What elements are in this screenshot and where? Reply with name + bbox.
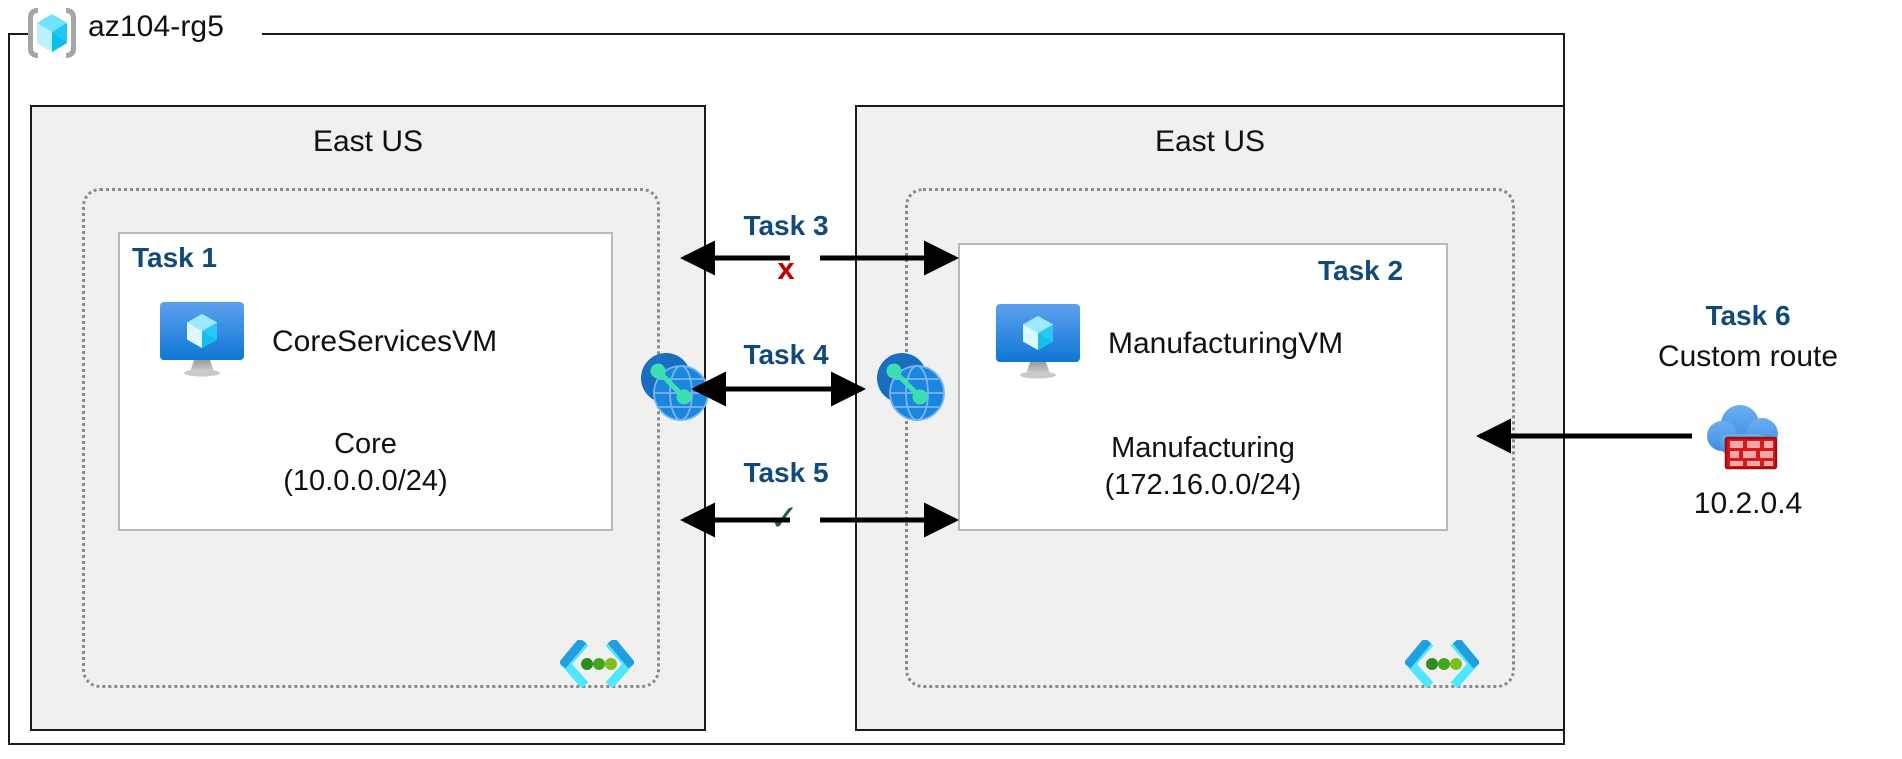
firewall-ip-address: 10.2.0.4 xyxy=(1693,487,1803,520)
custom-route-title: Custom route xyxy=(1657,340,1839,373)
task-5-label: Task 5 xyxy=(743,457,829,488)
vm-core-services: CoreServicesVM xyxy=(158,300,497,383)
subnet-box-manufacturing: Manufacturing (172.16.0.0/24) xyxy=(958,243,1448,531)
subnet-label-core: Core (10.0.0.0/24) xyxy=(120,426,611,500)
task-2-label: Task 2 xyxy=(1318,255,1404,286)
resource-group-label: az104-rg5 xyxy=(88,10,224,43)
task-1-label: Task 1 xyxy=(132,242,218,273)
vm-manufacturing: ManufacturingVM xyxy=(994,302,1343,385)
task-3-label: Task 3 xyxy=(743,210,829,241)
vnet-peering-icon-right xyxy=(872,348,948,424)
subnet-name-manufacturing-text: Manufacturing xyxy=(1111,432,1295,464)
task-4-label: Task 4 xyxy=(743,339,829,370)
task-5-check-icon: ✓ xyxy=(768,497,800,538)
subnet-cidr-core-text: (10.0.0.0/24) xyxy=(283,464,448,497)
resource-group-frame-top-left xyxy=(8,33,30,35)
task-3-cross-icon: x xyxy=(777,251,795,286)
subnet-cidr-manufacturing-text: (172.16.0.0/24) xyxy=(1104,468,1302,501)
vnet-icon-manufacturing xyxy=(1403,637,1481,689)
azure-resource-group-icon xyxy=(22,5,82,61)
task-6-label: Task 6 xyxy=(1705,300,1791,331)
subnet-label-manufacturing: Manufacturing (172.16.0.0/24) xyxy=(960,430,1446,504)
vm-name-core-services: CoreServicesVM xyxy=(272,324,498,358)
virtual-machine-icon xyxy=(158,300,246,383)
vnet-icon-core xyxy=(558,637,636,689)
subnet-box-core: Core (10.0.0.0/24) xyxy=(118,232,613,531)
region-label-right: East US xyxy=(1154,125,1266,158)
region-label-left: East US xyxy=(312,125,424,158)
firewall-cloud-icon xyxy=(1700,400,1796,476)
vnet-box-core: CoreServicesVnet (10.0.0.0/16) xyxy=(82,188,660,688)
vm-name-manufacturing: ManufacturingVM xyxy=(1108,326,1344,360)
virtual-machine-icon xyxy=(994,302,1082,385)
subnet-name-core-text: Core xyxy=(334,428,397,460)
resource-group-frame-top-right xyxy=(262,33,1565,35)
vnet-peering-icon-left xyxy=(636,348,712,424)
